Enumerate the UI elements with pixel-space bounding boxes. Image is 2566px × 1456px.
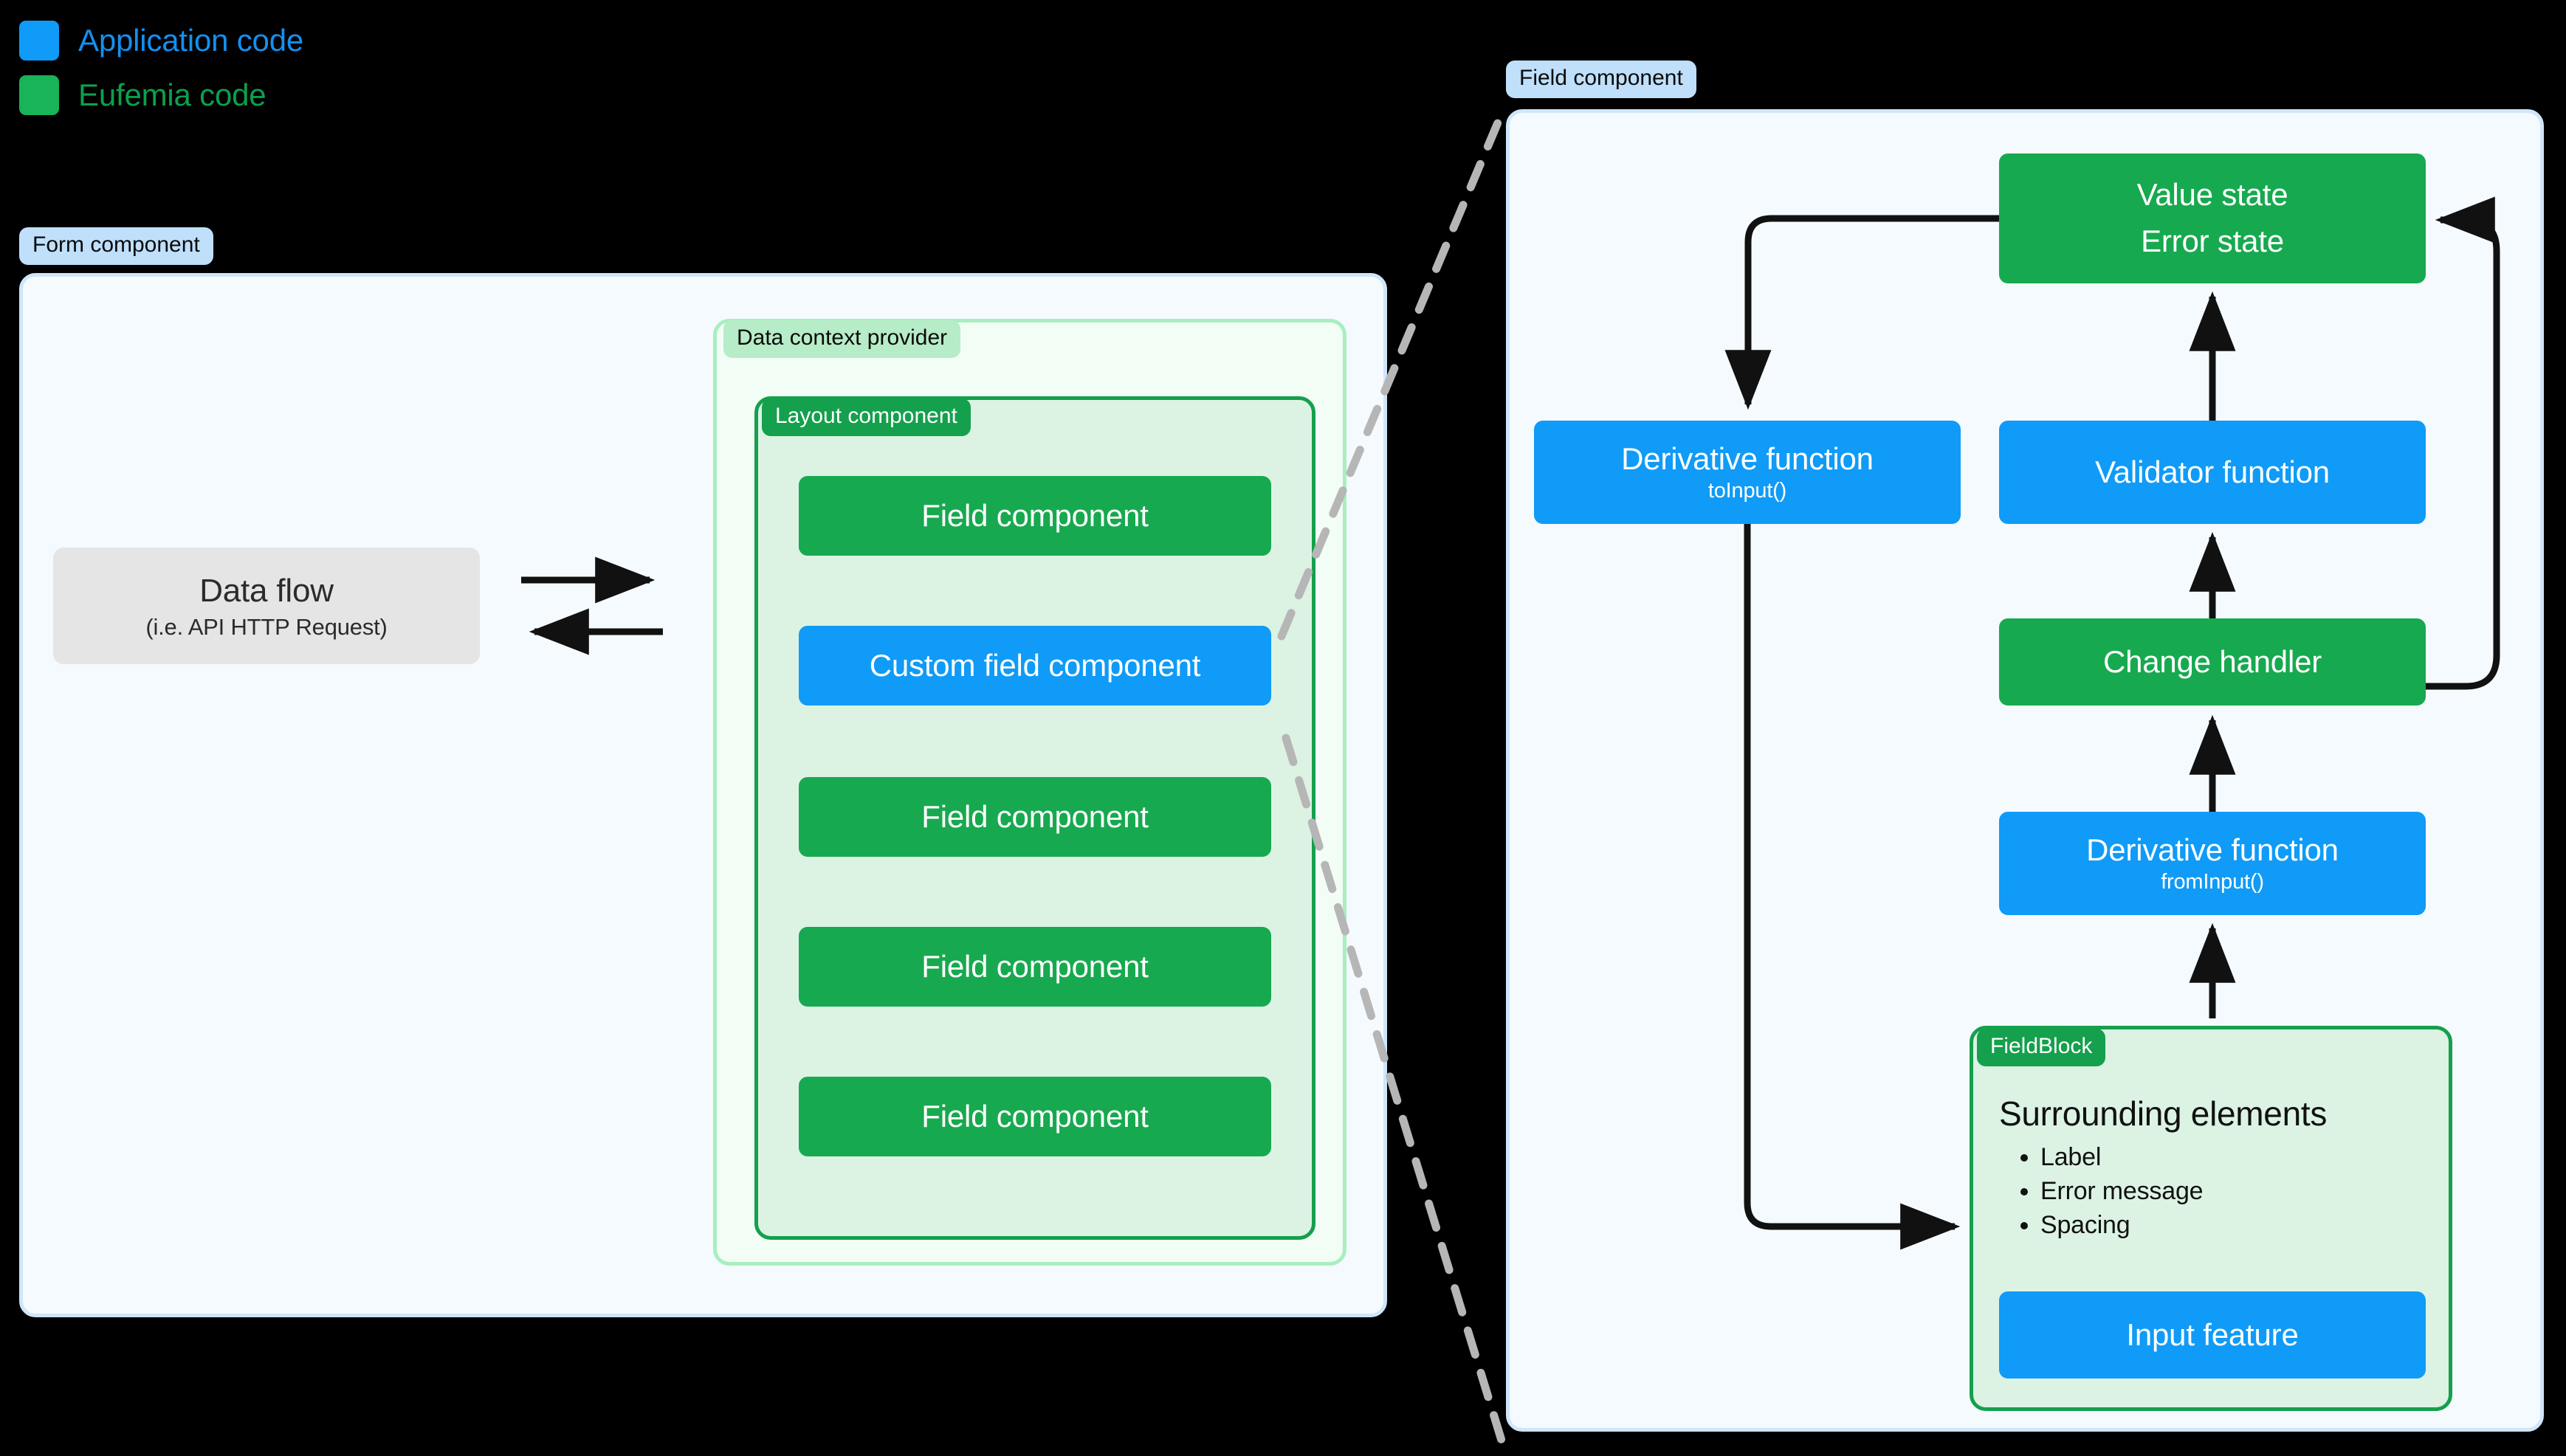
custom-field-component-label: Custom field component bbox=[869, 647, 1201, 683]
legend-item-eufemia-code: Eufemia code bbox=[19, 68, 303, 123]
field-component-box-1[interactable]: Field component bbox=[799, 476, 1271, 556]
derivative-function-to-input-title: Derivative function bbox=[1621, 441, 1874, 476]
form-component-tab-label: Form component bbox=[19, 227, 213, 265]
legend-item-application-code: Application code bbox=[19, 13, 303, 68]
list-item: Error message bbox=[2040, 1174, 2442, 1208]
surrounding-elements-heading: Surrounding elements bbox=[1999, 1094, 2328, 1133]
field-component-label-5: Field component bbox=[921, 1098, 1149, 1134]
validator-function-label: Validator function bbox=[2095, 454, 2330, 489]
list-item: Spacing bbox=[2040, 1208, 2442, 1242]
field-block-tab-label: FieldBlock bbox=[1977, 1029, 2106, 1066]
legend: Application code Eufemia code bbox=[19, 13, 303, 123]
data-flow-subtitle: (i.e. API HTTP Request) bbox=[145, 613, 388, 640]
derivative-function-to-input-box[interactable]: Derivative function toInput() bbox=[1534, 421, 1961, 524]
data-context-provider-tab-label: Data context provider bbox=[723, 320, 961, 358]
green-square-swatch-icon bbox=[19, 75, 59, 115]
change-handler-label: Change handler bbox=[2102, 644, 2322, 679]
field-component-box-4[interactable]: Field component bbox=[799, 927, 1271, 1007]
field-component-label-1: Field component bbox=[921, 497, 1149, 533]
field-component-box-3[interactable]: Field component bbox=[799, 777, 1271, 857]
data-flow-box: Data flow (i.e. API HTTP Request) bbox=[53, 548, 480, 664]
derivative-function-from-input-title: Derivative function bbox=[2086, 832, 2339, 867]
layout-component-tab-label: Layout component bbox=[762, 398, 971, 436]
derivative-function-from-input-subtitle: fromInput() bbox=[2161, 869, 2264, 894]
derivative-function-from-input-box[interactable]: Derivative function fromInput() bbox=[1999, 812, 2426, 915]
blue-square-swatch-icon bbox=[19, 21, 59, 61]
field-component-detail-tab-label: Field component bbox=[1506, 61, 1696, 98]
field-component-box-5[interactable]: Field component bbox=[799, 1077, 1271, 1156]
field-component-label-4: Field component bbox=[921, 948, 1149, 984]
input-feature-box[interactable]: Input feature bbox=[1999, 1291, 2426, 1379]
value-state-label: Value state bbox=[2136, 177, 2288, 213]
error-state-label: Error state bbox=[2141, 224, 2284, 258]
derivative-function-to-input-subtitle: toInput() bbox=[1707, 478, 1787, 503]
value-state-box[interactable]: Value state Error state bbox=[1999, 153, 2426, 283]
surrounding-elements-block: Surrounding elements Label Error message… bbox=[1999, 1095, 2442, 1242]
input-feature-label: Input feature bbox=[2126, 1317, 2299, 1352]
custom-field-component-box[interactable]: Custom field component bbox=[799, 626, 1271, 705]
legend-label-application-code: Application code bbox=[78, 23, 304, 58]
list-item: Label bbox=[2040, 1140, 2442, 1174]
change-handler-box[interactable]: Change handler bbox=[1999, 618, 2426, 705]
field-component-label-3: Field component bbox=[921, 798, 1149, 834]
surrounding-elements-list: Label Error message Spacing bbox=[1999, 1140, 2442, 1243]
data-flow-title: Data flow bbox=[199, 572, 334, 609]
legend-label-eufemia-code: Eufemia code bbox=[78, 77, 266, 112]
validator-function-box[interactable]: Validator function bbox=[1999, 421, 2426, 524]
